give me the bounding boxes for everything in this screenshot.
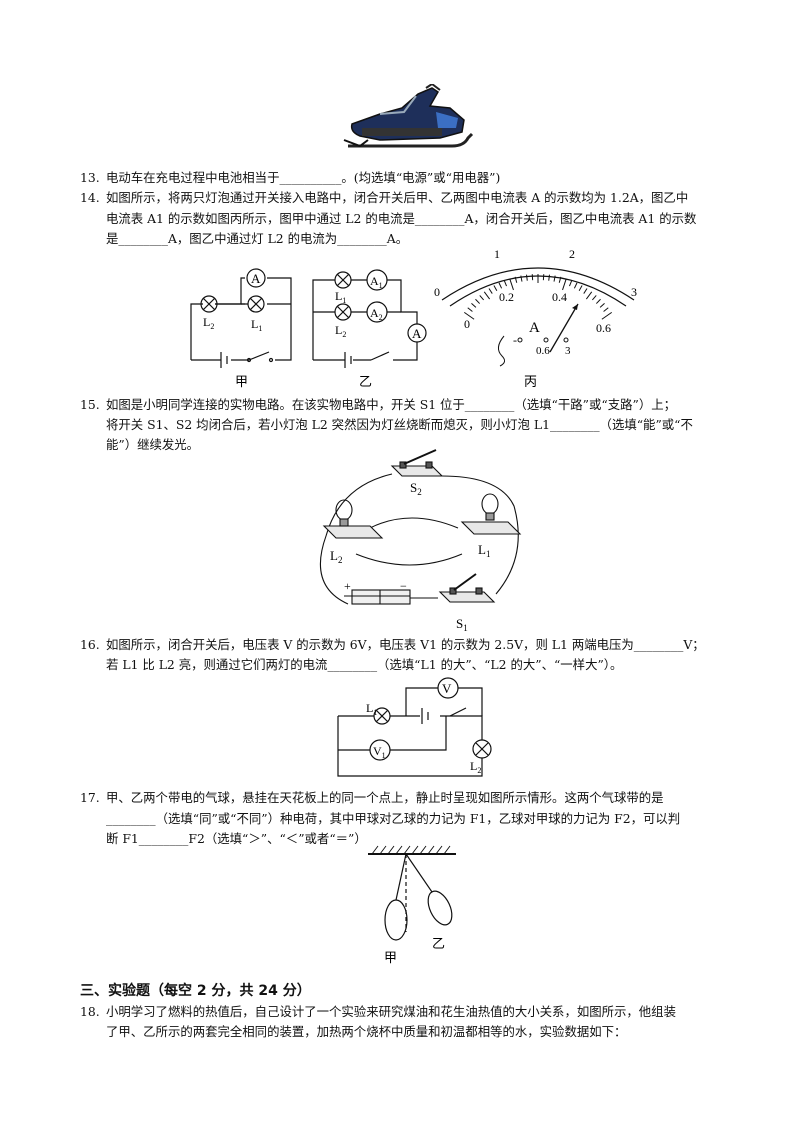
figure-caption-jia: 甲: [235, 374, 248, 389]
physical-circuit-figure: S2 L2 L1 + − S1: [319, 449, 522, 633]
switch-s1-label: S1: [456, 616, 468, 633]
dial-tick: [520, 275, 523, 282]
scale-bottom-1: 0.2: [499, 290, 514, 304]
question-18-line-1: 18. 小明学习了燃料的热值后，自己设计了一个实验来研究煤油和花生油热值的大小关系…: [80, 1001, 762, 1022]
switch-s2-label: S2: [410, 480, 422, 497]
voltmeter-v-label: V: [442, 681, 452, 696]
scale-bottom-3: 0.6: [596, 321, 611, 335]
voltmeter-circuit-figure: V V1 L1 L2: [337, 677, 492, 777]
scale-bottom-0: 0: [464, 317, 470, 331]
figure-caption-bing: 丙: [524, 374, 537, 389]
dial-tick: [475, 298, 481, 304]
question-14-line-1: 14. 如图所示，将两只灯泡通过开关接入电路中，闭合开关后甲、乙两图中电流表 A …: [80, 187, 762, 208]
section-3-title: 三、实验题（每空 2 分，共 24 分）: [80, 983, 311, 999]
question-16-line-1: 16. 如图所示，闭合开关后，电压表 V 的示数为 6V，电压表 V1 的示数为 …: [80, 634, 762, 655]
ammeter-dial-bing: 0 1 2 3 0 0.2 0.4 0.6 A - 0.6 3 丙: [434, 247, 637, 389]
dial-tick: [471, 303, 477, 308]
dial-tick: [558, 276, 562, 283]
scale-bottom-2: 0.4: [552, 290, 567, 304]
scale-top-0: 0: [434, 285, 440, 299]
ammeter-a2-label: A2: [370, 306, 383, 322]
scale-top-1: 1: [494, 247, 500, 261]
question-15-line-1: 15. 如图是小明同学连接的实物电路。在该实物电路中，开关 S1 位于______…: [80, 394, 762, 415]
dial-tick: [498, 282, 503, 289]
question-17-line-3: 断 F1________F2（选填“＞”、“＜”或者“＝”）: [106, 831, 367, 846]
dial-tick: [479, 295, 485, 301]
question-16-line-2: 若 L1 比 L2 亮，则通过它们两灯的电流________（选填“L1 的大”…: [106, 657, 623, 672]
question-text: 甲、乙两个带电的气球，悬挂在天花板上的同一个点上，静止时呈现如图所示情形。这两个…: [106, 790, 664, 805]
balloon-jia-label: 甲: [384, 950, 397, 965]
balloon-yi-label: 乙: [432, 936, 445, 951]
circuit-figure-yi: A1 A2 A L1 L2 乙: [312, 269, 427, 389]
dial-tick: [573, 282, 578, 289]
dial-tick: [562, 278, 567, 291]
lamp-label-l1: L1: [251, 317, 262, 333]
question-number: 14.: [80, 190, 100, 205]
question-13: 13. 电动车在充电过程中电池相当于__________。(均选填“电源”或“用电…: [80, 167, 762, 188]
lamp-l1-label: L1: [366, 701, 377, 717]
dial-tick: [595, 298, 601, 304]
dial-tick: [509, 278, 514, 291]
question-text: 如图所示，闭合开关后，电压表 V 的示数为 6V，电压表 V1 的示数为 2.5…: [106, 637, 705, 652]
question-18-line-2: 了甲、乙所示的两套完全相同的装置，加热两个烧杯中质量和初温都相等的水，实验数据如…: [106, 1024, 627, 1039]
question-number: 15.: [80, 397, 100, 412]
terminal-0-6: 0.6: [536, 345, 550, 357]
dial-tick: [583, 288, 588, 294]
voltmeter-v1-label: V1: [373, 744, 386, 760]
dial-tick: [463, 311, 475, 320]
question-text: 小明学习了燃料的热值后，自己设计了一个实验来研究煤油和花生油热值的大小关系，如图…: [106, 1004, 676, 1019]
dial-tick: [601, 311, 613, 320]
dial-tick: [553, 275, 556, 282]
dial-tick: [467, 307, 473, 312]
scale-top-3: 3: [631, 285, 637, 299]
dial-tick: [548, 274, 550, 281]
terminal-3: 3: [565, 345, 571, 357]
question-text: 如图所示，将两只灯泡通过开关接入电路中，闭合开关后甲、乙两图中电流表 A 的示数…: [106, 190, 689, 205]
circuit-figure-jia: A L2 L1 甲: [190, 268, 292, 389]
question-14-line-3: 是________A，图乙中通过灯 L2 的电流为________A。: [106, 231, 409, 246]
figure-caption-yi: 乙: [359, 374, 372, 389]
dial-tick: [585, 291, 593, 300]
lamp-label-l2: L2: [203, 315, 214, 331]
question-17-line-2: ________（选填“同”或“不同”）种电荷，其中甲球对乙球的力记为 F1，乙…: [106, 811, 681, 826]
lamp-l1-label: L1: [478, 542, 490, 559]
terminal-minus: -: [513, 333, 517, 347]
meter-unit-label: A: [529, 320, 540, 336]
dial-tick: [483, 291, 491, 300]
question-number: 13.: [80, 170, 100, 185]
dial-tick: [591, 295, 597, 301]
dial-tick: [569, 280, 573, 287]
lamp-label-l1: L1: [335, 289, 346, 305]
question-text: 如图是小明同学连接的实物电路。在该实物电路中，开关 S1 位于________（…: [106, 397, 676, 412]
question-15-line-2: 将开关 S1、S2 均闭合后，若小灯泡 L2 突然因为灯丝烧断而熄灭，则小灯泡 …: [106, 417, 693, 432]
dial-tick: [493, 285, 498, 292]
lamp-l2-label: L2: [470, 759, 481, 775]
ammeter-label: A: [251, 271, 261, 286]
dial-tick: [514, 276, 518, 283]
snowmobile-image: [343, 84, 474, 148]
dial-ticks: [463, 274, 613, 320]
lamp-l2-label: L2: [330, 548, 342, 565]
scale-top-2: 2: [569, 247, 575, 261]
dial-tick: [603, 307, 609, 312]
balloons-figure: 甲 乙: [368, 845, 456, 965]
battery-plus: +: [344, 579, 351, 593]
question-text: 电动车在充电过程中电池相当于__________。(均选填“电源”或“用电器”): [106, 170, 501, 185]
ammeter-a1-label: A1: [370, 274, 383, 290]
question-number: 17.: [80, 790, 100, 805]
dial-tick: [526, 274, 528, 281]
question-15-line-3: 能”）继续发光。: [106, 437, 200, 452]
question-14-line-2: 电流表 A1 的示数如图丙所示，图甲中通过 L2 的电流是________A，闭…: [106, 211, 697, 226]
question-number: 18.: [80, 1004, 100, 1019]
question-17-line-1: 17. 甲、乙两个带电的气球，悬挂在天花板上的同一个点上，静止时呈现如图所示情形。…: [80, 787, 762, 808]
dial-tick: [578, 285, 583, 292]
dial-tick: [488, 288, 493, 294]
dial-tick: [599, 303, 605, 308]
ammeter-a-label: A: [412, 326, 422, 341]
lamp-label-l2: L2: [335, 323, 346, 339]
battery-minus: −: [400, 579, 407, 593]
dial-tick: [503, 280, 507, 287]
question-number: 16.: [80, 637, 100, 652]
dial-pointer: [549, 303, 579, 353]
